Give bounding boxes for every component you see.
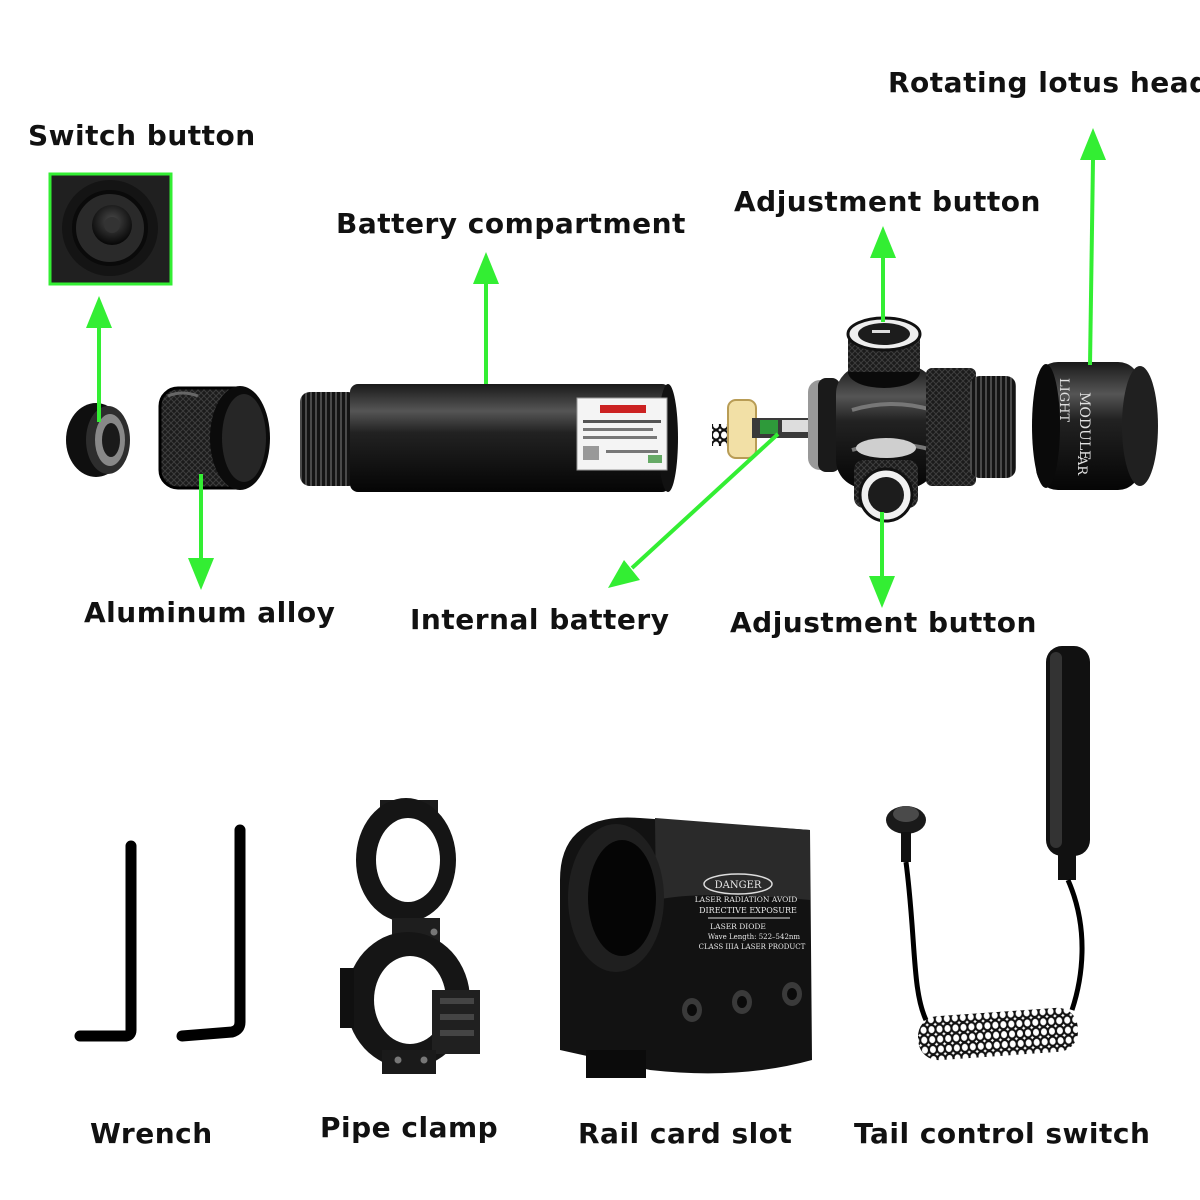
mount-marking-line-2: LASER RADIATION AVOID — [695, 895, 798, 904]
tail-control-switch-label: Tail control switch — [854, 1117, 1151, 1150]
rail-mount: DANGER LASER RADIATION AVOID DIRECTIVE E… — [560, 817, 812, 1078]
switch-cap — [66, 403, 130, 477]
rotating-lotus-head-label: Rotating lotus head — [888, 66, 1200, 99]
mount-marking-line-6: CLASS IIIA LASER PRODUCT — [699, 943, 806, 951]
switch-button-label: Switch button — [28, 119, 256, 152]
tail-control-switch — [886, 646, 1090, 1061]
wrench-right — [176, 824, 246, 1042]
arrow-up-icon — [870, 226, 896, 322]
arrow-up-icon — [1080, 128, 1106, 366]
pipe-clamp-label: Pipe clamp — [320, 1111, 499, 1144]
lotus-head-marking-module: MODULE — [1076, 392, 1092, 460]
arrow-up-icon — [473, 252, 499, 384]
laser-head-body — [808, 316, 1016, 523]
rotating-lotus-head: LIGHT MODULE AR — [1032, 362, 1158, 490]
battery-compartment-tube — [300, 384, 678, 492]
arrow-up-icon — [86, 296, 112, 422]
mount-marking-danger: DANGER — [715, 880, 762, 891]
switch-button-inset — [48, 172, 173, 286]
mount-marking-line-4: LASER DIODE — [710, 922, 766, 931]
arrow-down-icon — [869, 512, 895, 608]
rail-card-slot-label: Rail card slot — [578, 1117, 793, 1150]
mount-marking-line-5: Wave Length: 522–542nm — [708, 933, 800, 941]
internal-battery-label: Internal battery — [410, 603, 670, 636]
callout-arrows — [86, 128, 1106, 608]
pipe-clamp — [340, 798, 480, 1074]
adjustment-button-bottom-label: Adjustment button — [730, 606, 1037, 639]
lotus-head-marking-light: LIGHT — [1056, 378, 1071, 422]
aluminum-alloy-label: Aluminum alloy — [84, 596, 336, 629]
lotus-head-marking-ar: AR — [1074, 455, 1089, 476]
internal-battery — [712, 399, 812, 459]
mount-marking-line-3: DIRECTIVE EXPOSURE — [699, 906, 797, 915]
wrench-left — [74, 840, 137, 1042]
arrow-down-icon — [188, 474, 214, 590]
wrench-label: Wrench — [90, 1117, 213, 1150]
arrow-diagonal-icon — [608, 432, 780, 588]
battery-compartment-label: Battery compartment — [336, 207, 686, 240]
adjustment-button-top-label: Adjustment button — [734, 185, 1041, 218]
aluminum-alloy-cap — [158, 386, 270, 490]
